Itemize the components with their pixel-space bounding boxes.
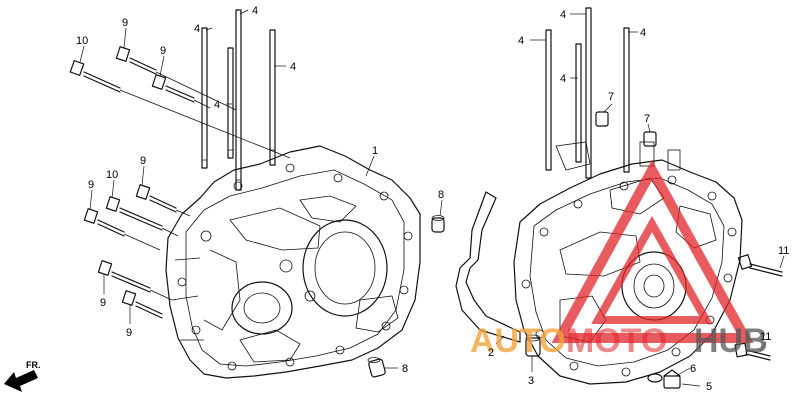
callout-11-lower: 11 <box>760 331 771 343</box>
callouts: 10 9 9 4 4 4 4 1 9 10 9 9 9 8 8 4 4 4 4 … <box>76 5 789 393</box>
left-bolts <box>69 46 291 319</box>
dowel-pins <box>367 215 445 378</box>
callout-10-top: 10 <box>76 35 88 47</box>
callout-11-upper: 11 <box>778 245 789 257</box>
watermark-moto: MOTO <box>566 322 667 360</box>
callout-9-top-b: 9 <box>160 45 166 57</box>
bolt-9-mid <box>135 184 177 213</box>
callout-2: 2 <box>488 347 494 359</box>
right-hardware <box>525 254 783 389</box>
bolt-9-top-b <box>151 74 195 103</box>
watermark-logo: AUTO MOTO HUB <box>470 159 768 360</box>
callout-4-e: 4 <box>560 9 566 21</box>
callout-5: 5 <box>706 381 712 393</box>
callout-1: 1 <box>372 145 378 157</box>
callout-4-a: 4 <box>252 5 258 17</box>
callout-8-upper: 8 <box>438 189 444 201</box>
callout-4-b: 4 <box>194 23 200 35</box>
callout-6: 6 <box>690 363 696 375</box>
bolt-9-low-b <box>121 290 163 319</box>
callout-9-mid: 9 <box>140 155 146 167</box>
bolt-9-top-a <box>115 46 157 75</box>
watermark-auto: AUTO <box>470 322 566 360</box>
bolt-10-top <box>69 60 121 93</box>
left-studs <box>201 9 276 191</box>
callout-4-c: 4 <box>290 61 296 73</box>
watermark-hub: HUB <box>694 322 768 360</box>
callout-4-g: 4 <box>640 27 646 39</box>
leader-lines <box>79 9 785 387</box>
right-studs <box>545 7 630 179</box>
callout-4-h: 4 <box>560 73 566 85</box>
bolt-10-mid <box>105 196 163 231</box>
callout-7-b: 7 <box>644 113 650 125</box>
callout-9-top-a: 9 <box>122 17 128 29</box>
callout-4-f: 4 <box>518 35 524 47</box>
callout-4-d: 4 <box>214 99 220 111</box>
front-direction-arrow: FR. <box>4 360 41 392</box>
callout-3: 3 <box>528 375 534 387</box>
left-crankcase-half <box>165 145 421 379</box>
bolt-9-low-a <box>97 260 151 293</box>
callout-9-low-b: 9 <box>126 327 132 339</box>
callout-7-a: 7 <box>608 91 614 103</box>
callout-9-low-a: 9 <box>100 297 106 309</box>
bolt-9-left <box>83 208 125 237</box>
callout-10-mid: 10 <box>106 169 118 181</box>
front-direction-label: FR. <box>26 360 41 370</box>
callout-8-lower: 8 <box>402 363 408 375</box>
crankcase-gasket <box>455 191 521 343</box>
callout-9-left: 9 <box>88 179 94 191</box>
